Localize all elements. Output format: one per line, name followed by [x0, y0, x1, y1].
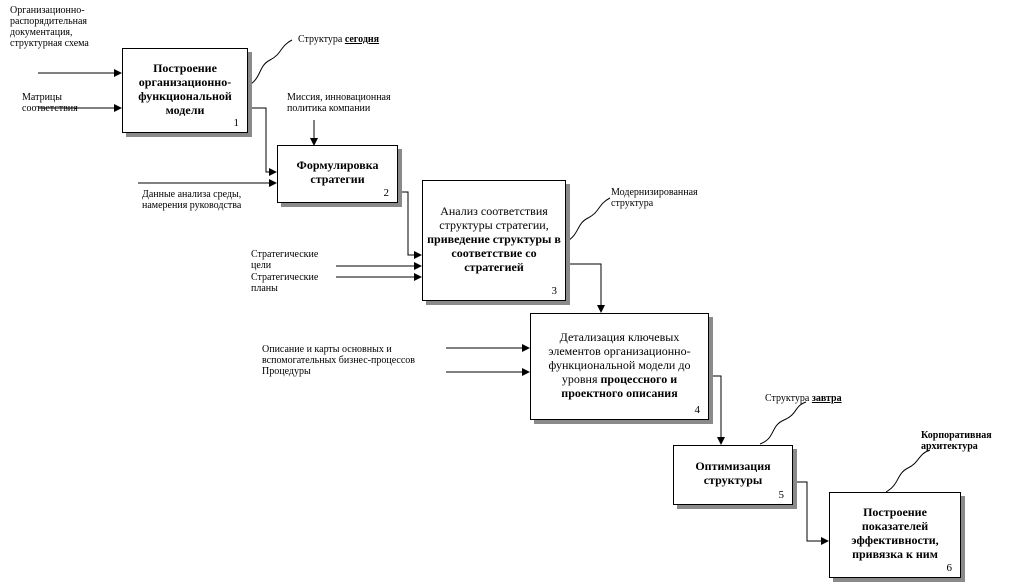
box-4-number: 4 [694, 404, 701, 416]
squiggle-structure-tomorrow [759, 401, 807, 445]
box-1-text-part-0: Построение организационно-функциональной… [138, 60, 232, 117]
box-4-text: Детализация ключевых элементов организац… [531, 330, 708, 400]
label-org-docs: Организационно- распорядительная докумен… [10, 5, 89, 49]
label-corporate-architecture: Корпоративная архитектура [921, 430, 992, 452]
box-3-text-part-0: Анализ соответствия структуры стратегии, [439, 203, 549, 232]
squiggle-modernized [565, 197, 611, 243]
label-strategic-goals: Стратегические цели [251, 249, 319, 271]
squiggle-corporate-arch [885, 449, 931, 493]
box-3-text: Анализ соответствия структуры стратегии,… [423, 204, 565, 274]
box-6-text: Построение показателей эффективности, пр… [830, 505, 960, 561]
box-6-number: 6 [946, 562, 953, 574]
label-mission: Миссия, инновационная политика компании [287, 92, 391, 114]
function-box-5[interactable]: Оптимизация структуры 5 [673, 445, 793, 505]
box-3-number: 3 [551, 285, 558, 297]
label-structure-today: Структура сегодня [298, 34, 380, 45]
box-5-text: Оптимизация структуры [674, 459, 792, 487]
arrow-box-1-to-box-2 [248, 107, 277, 176]
arrow-box-3-to-box-4 [566, 263, 605, 313]
function-box-1[interactable]: Построение организационно-функциональной… [122, 48, 248, 133]
arrow-box-2-to-box-3 [398, 191, 422, 259]
label-processes: Описание и карты основных и вспомогатель… [262, 344, 415, 377]
arrow-box-4-to-box-5 [709, 375, 725, 445]
box-1-number: 1 [233, 117, 240, 129]
squiggle-structure-today [247, 39, 293, 87]
box-6-text-part-0: Построение показателей эффективности, пр… [851, 505, 939, 561]
box-3-text-part-1: приведение структуры в соответствие со с… [427, 231, 561, 274]
box-1-text: Построение организационно-функциональной… [123, 61, 247, 117]
arrow-box-5-to-box-6 [793, 481, 829, 545]
label-structure-tomorrow: Структура завтра [765, 393, 842, 404]
function-box-2[interactable]: Формулировка стратегии 2 [277, 145, 398, 203]
box-2-text-part-0: Формулировка стратегии [296, 158, 379, 186]
box-4-text-part-1: процессного и проектного описания [561, 371, 678, 400]
box-5-number: 5 [778, 489, 785, 501]
label-modernized-structure: Модернизированная структура [611, 187, 698, 209]
box-4-text-part-0: Детализация ключевых элементов организац… [548, 329, 691, 386]
label-env-data: Данные анализа среды, намерения руководс… [142, 189, 242, 211]
function-box-4[interactable]: Детализация ключевых элементов организац… [530, 313, 709, 420]
label-matrices: Матрицы соответствия [22, 92, 78, 114]
box-2-number: 2 [383, 187, 390, 199]
function-box-6[interactable]: Построение показателей эффективности, пр… [829, 492, 961, 578]
function-box-3[interactable]: Анализ соответствия структуры стратегии,… [422, 180, 566, 301]
label-strategic-plans: Стратегические планы [251, 272, 319, 294]
box-2-text: Формулировка стратегии [278, 158, 397, 186]
box-5-text-part-0: Оптимизация структуры [695, 459, 771, 487]
